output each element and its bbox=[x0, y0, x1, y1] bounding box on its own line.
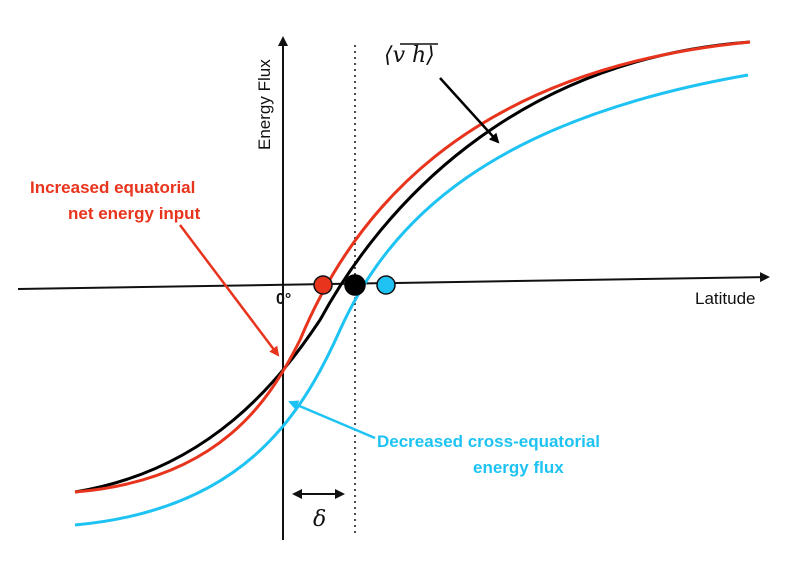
delta-label: δ bbox=[313, 507, 326, 532]
red-zero-crossing-marker bbox=[313, 275, 333, 295]
blue-annotation-line1: Decreased cross-equatorial bbox=[377, 432, 600, 451]
blue-zero-crossing-marker bbox=[376, 275, 396, 295]
curve-label-main: ⟨v h⟩ bbox=[384, 43, 438, 68]
delta-arrow-left-head bbox=[292, 489, 302, 499]
black-zero-crossing-marker bbox=[344, 274, 366, 296]
y-axis-label: Energy Flux bbox=[255, 59, 274, 150]
red-annotation-arrow bbox=[179, 224, 280, 357]
curve-label-arrow bbox=[439, 77, 500, 144]
blue-annotation-line2: energy flux bbox=[473, 458, 564, 477]
origin-label: 0° bbox=[276, 291, 291, 308]
black-curve bbox=[74, 40, 751, 494]
blue-curve bbox=[74, 73, 749, 527]
svg-text:⟨v h⟩: ⟨v h⟩ bbox=[384, 43, 435, 68]
red-curve bbox=[74, 40, 751, 494]
red-annotation-line1: Increased equatorial bbox=[30, 178, 195, 197]
blue-annotation-arrow bbox=[288, 400, 376, 440]
x-axis-label: Latitude bbox=[695, 289, 756, 308]
red-annotation-line2: net energy input bbox=[68, 204, 201, 223]
